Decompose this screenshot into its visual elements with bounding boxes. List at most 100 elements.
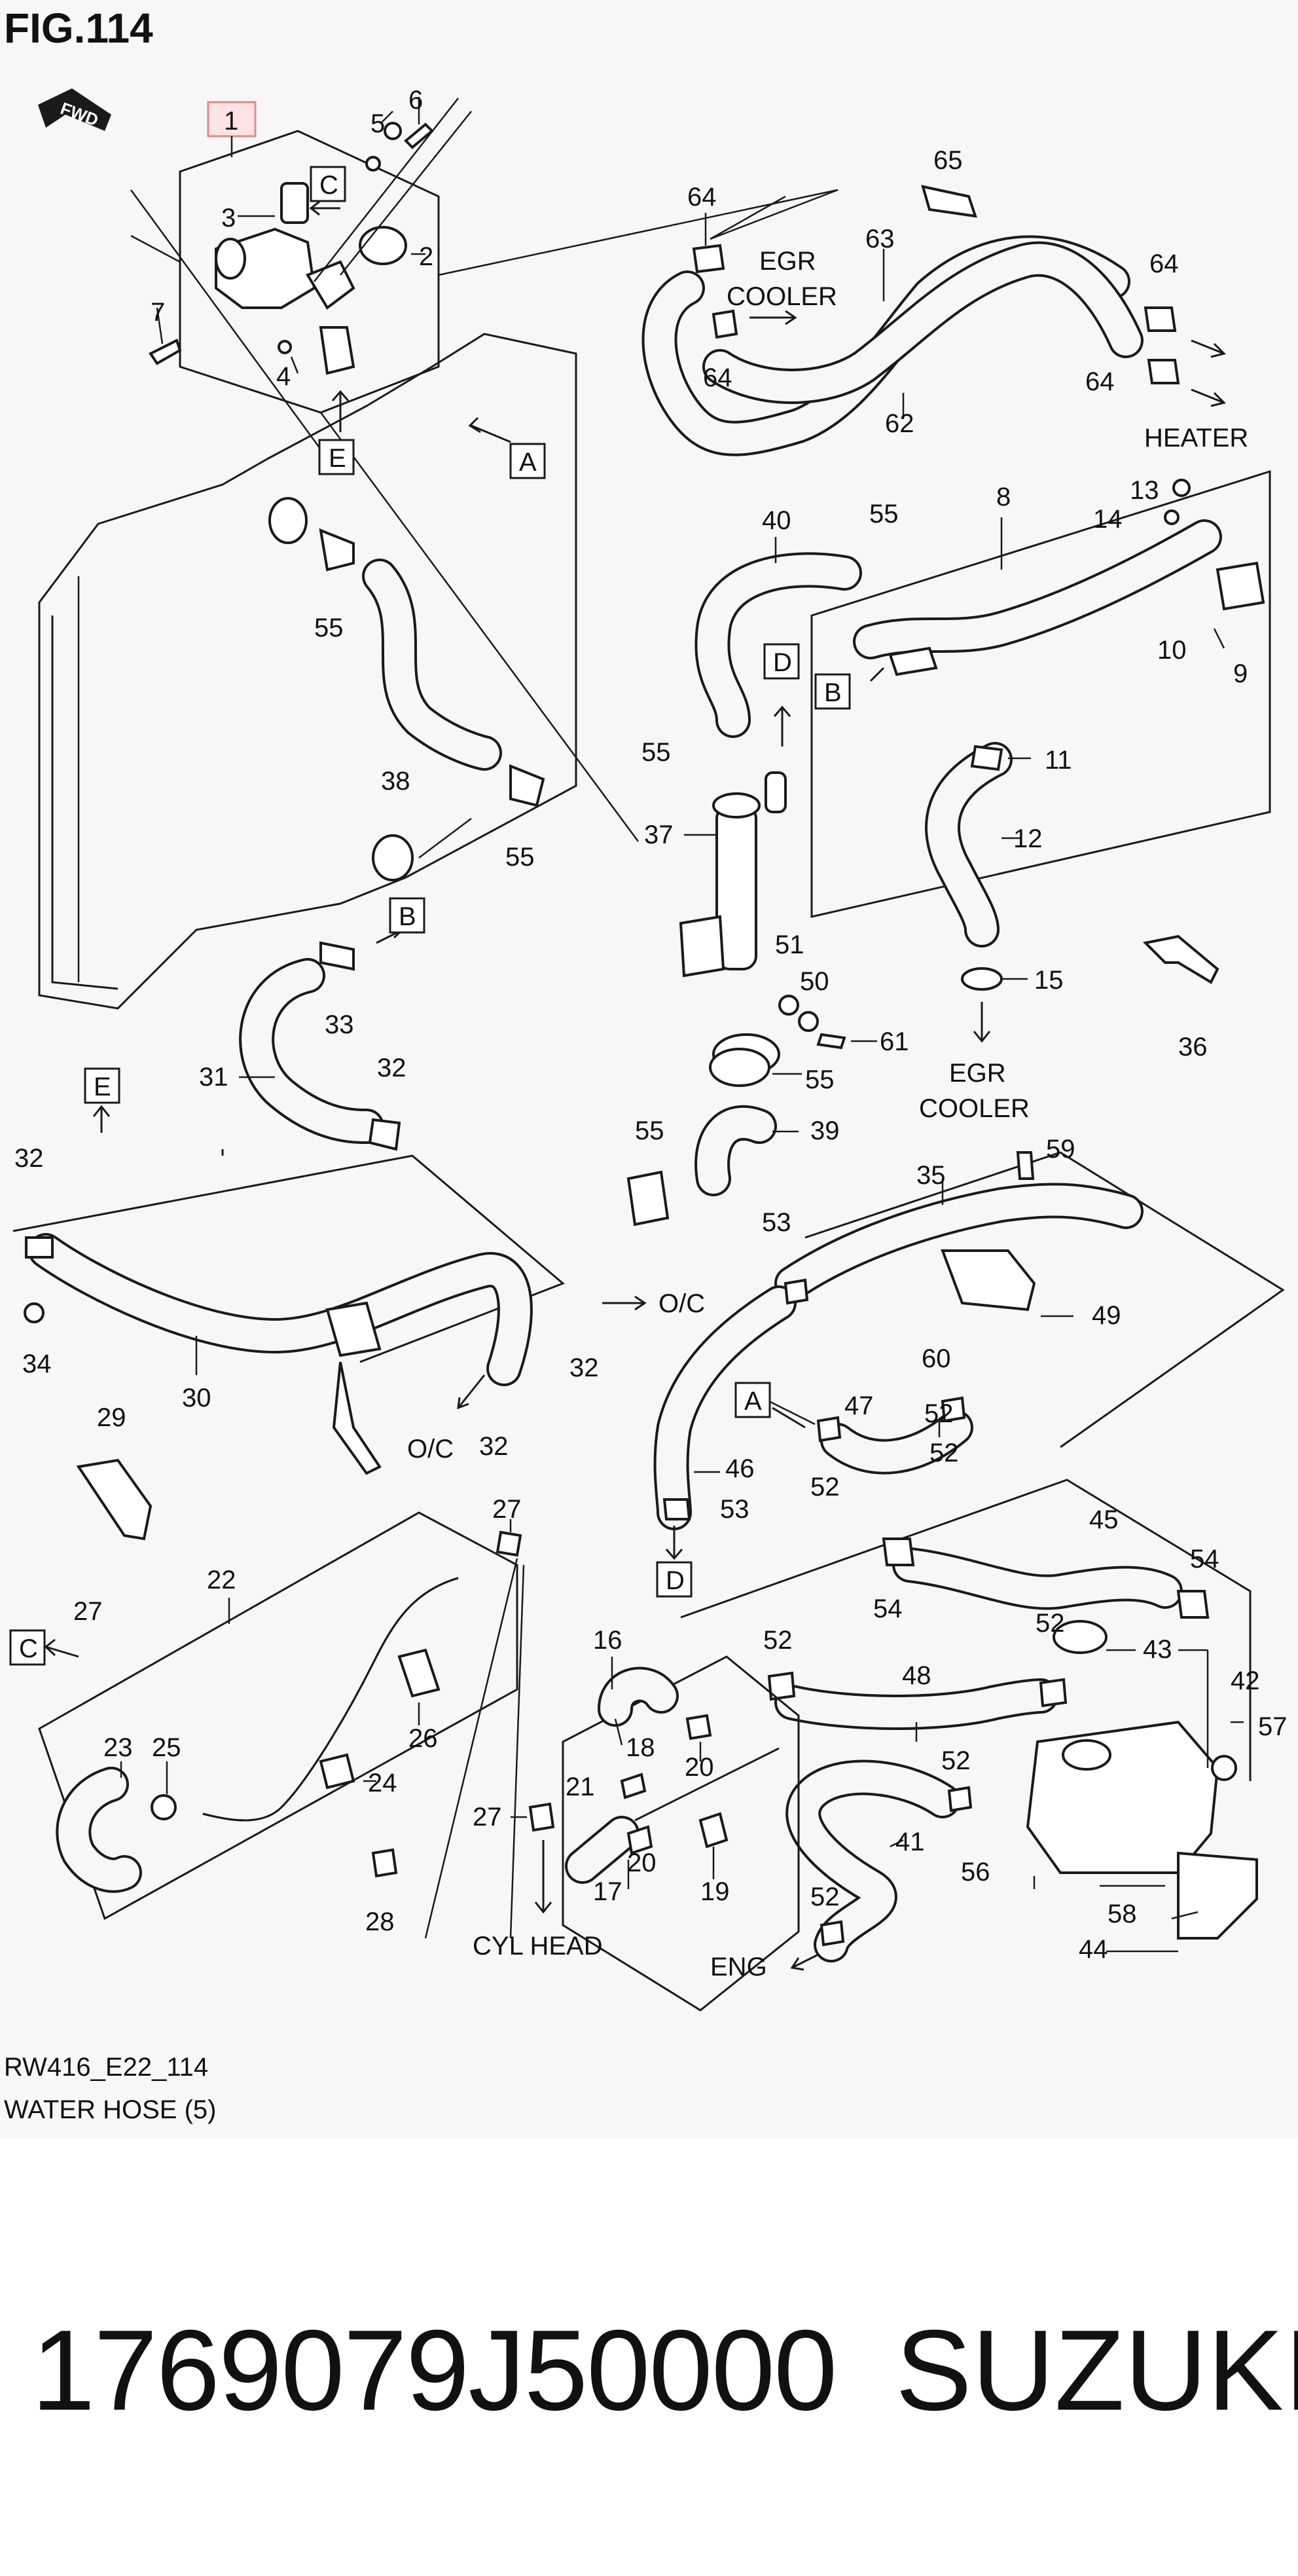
callout-53b: 53: [720, 1495, 749, 1524]
callout-23: 23: [103, 1733, 133, 1762]
callout-52g: 52: [924, 1399, 954, 1428]
hose-38: [268, 497, 545, 881]
svg-text:C: C: [19, 1634, 38, 1663]
callout-6: 6: [408, 86, 423, 115]
callout-38: 38: [381, 767, 410, 796]
radiator-outline: [38, 333, 577, 1010]
dest-egr-cooler-mid-2: COOLER: [919, 1094, 1030, 1123]
hoses-62-63: [641, 185, 1226, 456]
ref-box-e-top: E: [318, 439, 355, 475]
callout-47: 47: [844, 1391, 874, 1420]
callout-64a: 64: [687, 183, 717, 212]
callout-37: 37: [644, 820, 674, 849]
dest-egr-cooler-top-2: COOLER: [727, 282, 837, 311]
ref-box-e-left: E: [84, 1067, 120, 1104]
svg-text:A: A: [519, 448, 537, 477]
fwd-arrow-icon: FWD: [38, 88, 111, 131]
callout-54b: 54: [1190, 1545, 1219, 1573]
bracket-29: [76, 1458, 153, 1541]
callout-55e: 55: [805, 1065, 835, 1094]
callout-9: 9: [1233, 659, 1248, 688]
callout-32c: 32: [569, 1353, 599, 1382]
callout-25: 25: [152, 1733, 181, 1762]
callout-21: 21: [566, 1773, 595, 1801]
callout-55c: 55: [641, 738, 671, 767]
dest-egr-cooler-top-1: EGR: [759, 247, 816, 276]
brand-name: SUZUKI: [895, 2307, 1298, 2435]
egr-pipe-8-group: [810, 469, 1271, 948]
pipe-22-group: [38, 1511, 518, 1921]
ref-box-c-low: C: [9, 1629, 46, 1666]
figure-ref-code: RW416_E22_114: [4, 2053, 209, 2082]
callout-60: 60: [922, 1344, 951, 1373]
callout-50: 50: [800, 967, 829, 996]
callout-31: 31: [199, 1063, 228, 1092]
callout-33: 33: [325, 1010, 354, 1039]
callout-64c: 64: [703, 363, 732, 392]
callout-42: 42: [1231, 1666, 1260, 1695]
callout-64b: 64: [1149, 249, 1179, 278]
callout-57: 57: [1258, 1712, 1288, 1741]
callout-labels: 1 2 3 4 5 6 7 8 9 10 11 12 13 14 15 16 1…: [14, 86, 1288, 1964]
callout-3: 3: [221, 204, 236, 232]
pipe-35-group: [653, 1151, 1285, 1530]
callout-56: 56: [961, 1858, 990, 1886]
callout-11: 11: [1045, 746, 1072, 775]
callout-30: 30: [182, 1384, 211, 1412]
callout-36: 36: [1178, 1033, 1208, 1061]
ref-box-d-mid: D: [763, 643, 800, 680]
callout-35: 35: [916, 1161, 946, 1190]
water-hose-diagram: FWD: [9, 86, 1288, 2012]
dest-egr-cooler-mid-1: EGR: [949, 1059, 1006, 1088]
callout-27a: 27: [73, 1597, 103, 1626]
cyl-head-group: [511, 1655, 800, 2012]
figure-caption: WATER HOSE (5): [4, 2095, 217, 2124]
callout-55f: 55: [635, 1116, 664, 1145]
callout-17: 17: [593, 1877, 622, 1906]
dest-cyl-head: CYL HEAD: [473, 1932, 603, 1960]
callout-55a: 55: [869, 500, 899, 528]
callout-55d: 55: [505, 843, 535, 872]
callout-52e: 52: [941, 1746, 971, 1775]
ref-box-b-mid: B: [814, 673, 851, 710]
callout-10: 10: [1157, 636, 1187, 665]
fasteners-50-51-61: [709, 995, 877, 1087]
callout-34: 34: [22, 1350, 52, 1378]
callout-18: 18: [626, 1733, 655, 1762]
svg-text:B: B: [399, 902, 416, 931]
callout-14: 14: [1093, 505, 1123, 534]
callout-2: 2: [419, 242, 433, 271]
callout-53a: 53: [762, 1208, 791, 1237]
callout-52a: 52: [810, 1473, 840, 1501]
callout-52c: 52: [763, 1626, 793, 1655]
ref-arrows: [44, 416, 885, 1658]
dest-oc-right: O/C: [658, 1289, 705, 1318]
callout-52f: 52: [810, 1883, 840, 1911]
reservoir-group: [680, 1479, 1258, 1971]
callout-24: 24: [368, 1769, 397, 1797]
callout-20a: 20: [685, 1753, 714, 1782]
dest-heater: HEATER: [1144, 424, 1248, 452]
callout-27b: 27: [492, 1495, 522, 1524]
svg-text:B: B: [824, 678, 842, 707]
callout-8: 8: [996, 483, 1011, 511]
dest-eng: ENG: [710, 1953, 767, 1981]
ref-box-a-mid: A: [734, 1382, 771, 1418]
part-number: 1769079J50000: [31, 2307, 837, 2435]
dest-oc-bottom: O/C: [407, 1435, 454, 1463]
svg-text:D: D: [773, 648, 792, 677]
callout-64d: 64: [1085, 367, 1115, 396]
svg-text:A: A: [744, 1387, 762, 1416]
callout-19: 19: [700, 1877, 730, 1906]
callout-4: 4: [276, 362, 291, 391]
callout-55b: 55: [314, 614, 344, 642]
svg-text:D: D: [666, 1566, 685, 1595]
callout-46: 46: [725, 1454, 755, 1483]
hose-31: [239, 941, 401, 1151]
figure-title: FIG.114: [4, 5, 153, 52]
callout-40: 40: [762, 506, 791, 535]
callout-63: 63: [865, 225, 895, 253]
callout-29: 29: [97, 1403, 126, 1432]
footer: [0, 2138, 1298, 2576]
callout-27c: 27: [473, 1803, 502, 1831]
